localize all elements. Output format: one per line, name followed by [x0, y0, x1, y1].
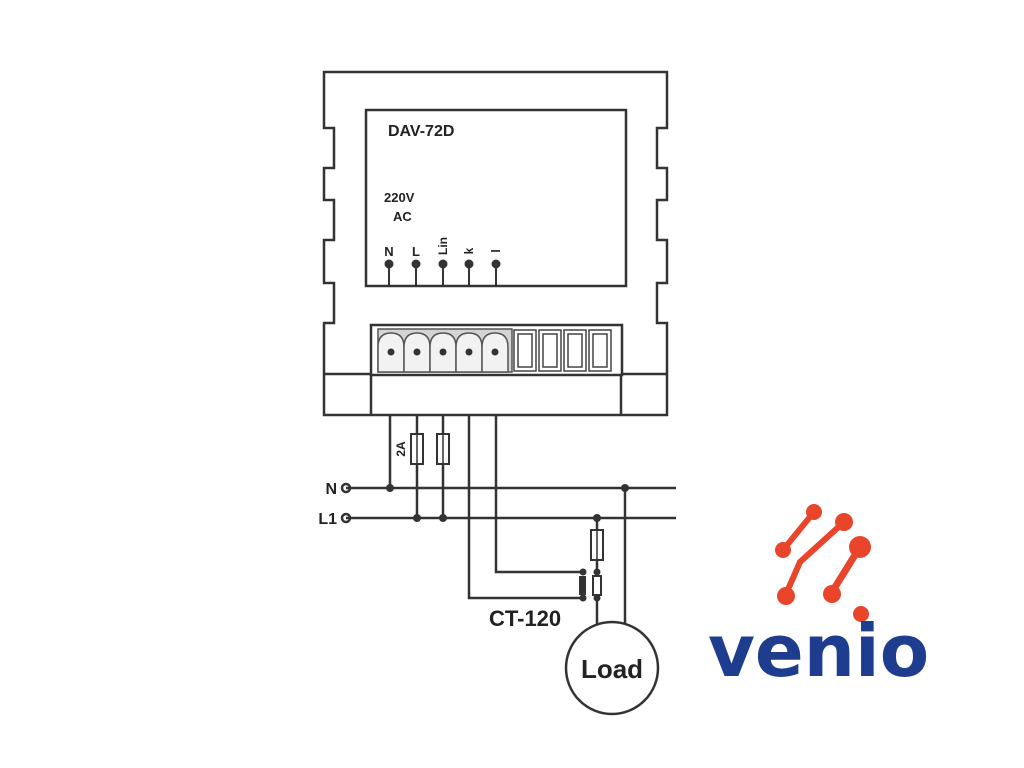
fuse-icon [410, 433, 424, 465]
terminal-pins [384, 259, 501, 286]
load-label: Load [581, 654, 643, 684]
terminal-label-l-small: l [489, 249, 503, 252]
line-label-l1: L1 [318, 511, 337, 528]
terminal-label-l: L [412, 244, 420, 259]
venio-logo-mark-icon [775, 504, 871, 622]
terminal-screw-1 [387, 348, 395, 356]
line-terminals [340, 482, 352, 524]
terminal-label-n: N [384, 244, 393, 259]
terminal-screw-3 [439, 348, 447, 356]
terminal-screw-4 [465, 348, 473, 356]
current-transformer-icon [579, 568, 602, 602]
terminal-block [369, 323, 624, 377]
line-label-n: N [325, 481, 337, 498]
device-label-window [364, 108, 628, 288]
wires [346, 415, 676, 632]
fuse-icon [590, 529, 604, 561]
load-icon [564, 620, 660, 716]
venio-logo-text: venio [708, 609, 929, 693]
terminal-label-lin: Lin [436, 237, 450, 255]
junction-dots [386, 484, 629, 522]
fuse-rating-label: 2A [394, 441, 408, 457]
supply-voltage-label: 220V [384, 190, 415, 205]
fuse-icon [436, 433, 450, 465]
device-model-label: DAV-72D [388, 123, 454, 140]
ct-label: CT-120 [489, 606, 561, 631]
supply-type-label: AC [393, 209, 412, 224]
terminal-label-k: k [462, 247, 476, 254]
terminal-screw-5 [491, 348, 499, 356]
terminal-screw-2 [413, 348, 421, 356]
